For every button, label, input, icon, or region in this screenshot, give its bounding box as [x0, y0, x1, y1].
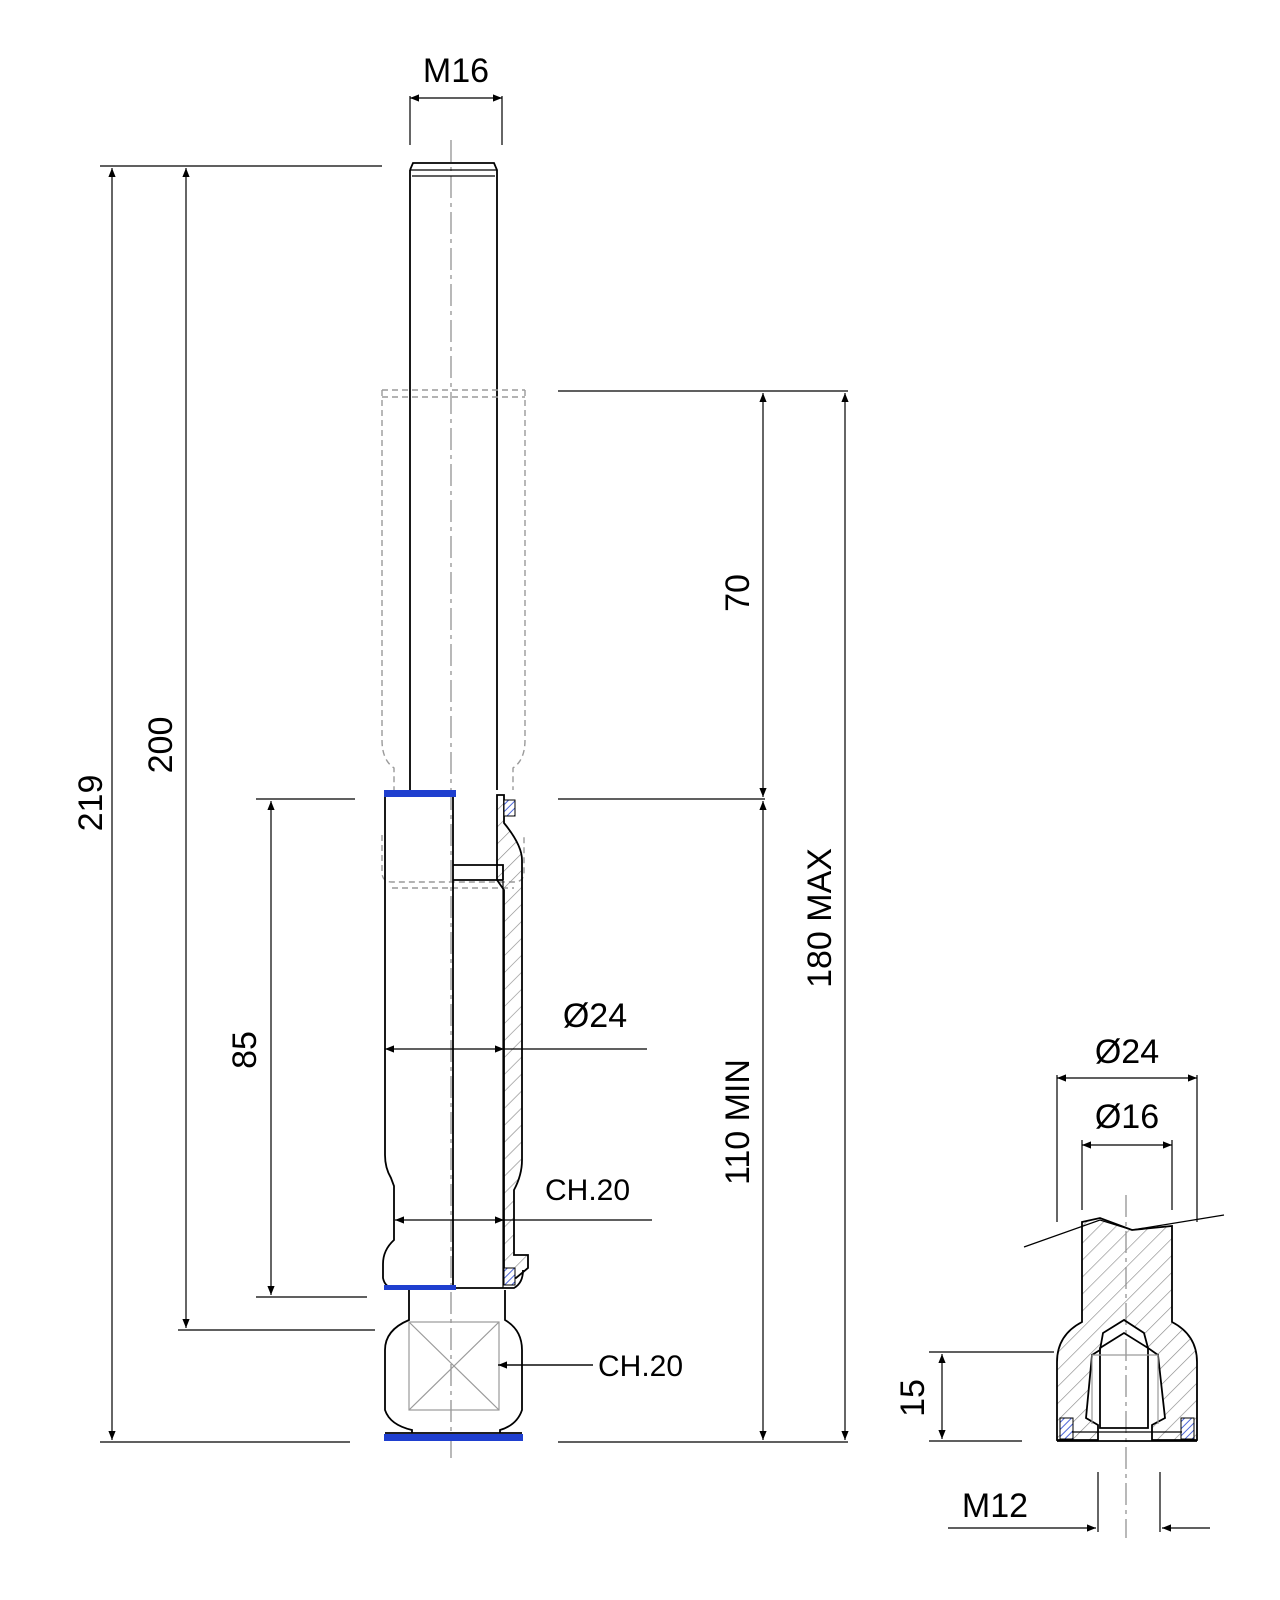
detail-seal-left	[1059, 1417, 1074, 1440]
label-70: 70	[719, 574, 757, 612]
detail-extension-lines	[929, 1075, 1198, 1532]
detail-dimension-lines	[938, 1074, 1210, 1532]
main-extension-lines	[100, 96, 848, 1443]
rod-seal-lower	[503, 1267, 516, 1286]
cylinder-body	[382, 793, 529, 1434]
cylinder-wall-section	[496, 794, 529, 1279]
rod-seal-upper	[503, 799, 516, 817]
top-seal-band	[384, 790, 456, 797]
main-view: M16 219 200 85 70 110 MIN 180 MAX Ø24 CH…	[72, 52, 849, 1462]
detail-view: Ø24 Ø16 15 M12	[894, 1033, 1225, 1538]
bottom-band	[384, 1285, 456, 1290]
label-219: 219	[72, 775, 110, 832]
label-ch20-lower: CH.20	[598, 1350, 683, 1383]
label-diameter: Ø24	[563, 997, 627, 1035]
piston-rod	[409, 162, 498, 790]
main-dimension-lines	[108, 94, 849, 1440]
detail-label-m12: M12	[962, 1487, 1028, 1525]
label-ch20-upper: CH.20	[545, 1174, 630, 1207]
detail-label-15: 15	[894, 1379, 932, 1417]
detail-section-body	[1056, 1217, 1198, 1441]
label-m16: M16	[423, 52, 489, 90]
detail-label-inner-diameter: Ø16	[1095, 1098, 1159, 1136]
label-180-max: 180 MAX	[801, 848, 839, 988]
detail-seal-right	[1180, 1417, 1195, 1440]
extended-body-phantom	[381, 390, 526, 790]
detail-label-outer-diameter: Ø24	[1095, 1033, 1159, 1071]
base-seal-band	[384, 1434, 523, 1441]
detail-threaded-bore	[1099, 1331, 1149, 1429]
label-110-min: 110 MIN	[719, 1059, 757, 1185]
label-85: 85	[226, 1031, 264, 1069]
label-200: 200	[142, 717, 180, 774]
detail-break-line	[1023, 1214, 1225, 1248]
cylinder-outline-left	[382, 793, 396, 1289]
